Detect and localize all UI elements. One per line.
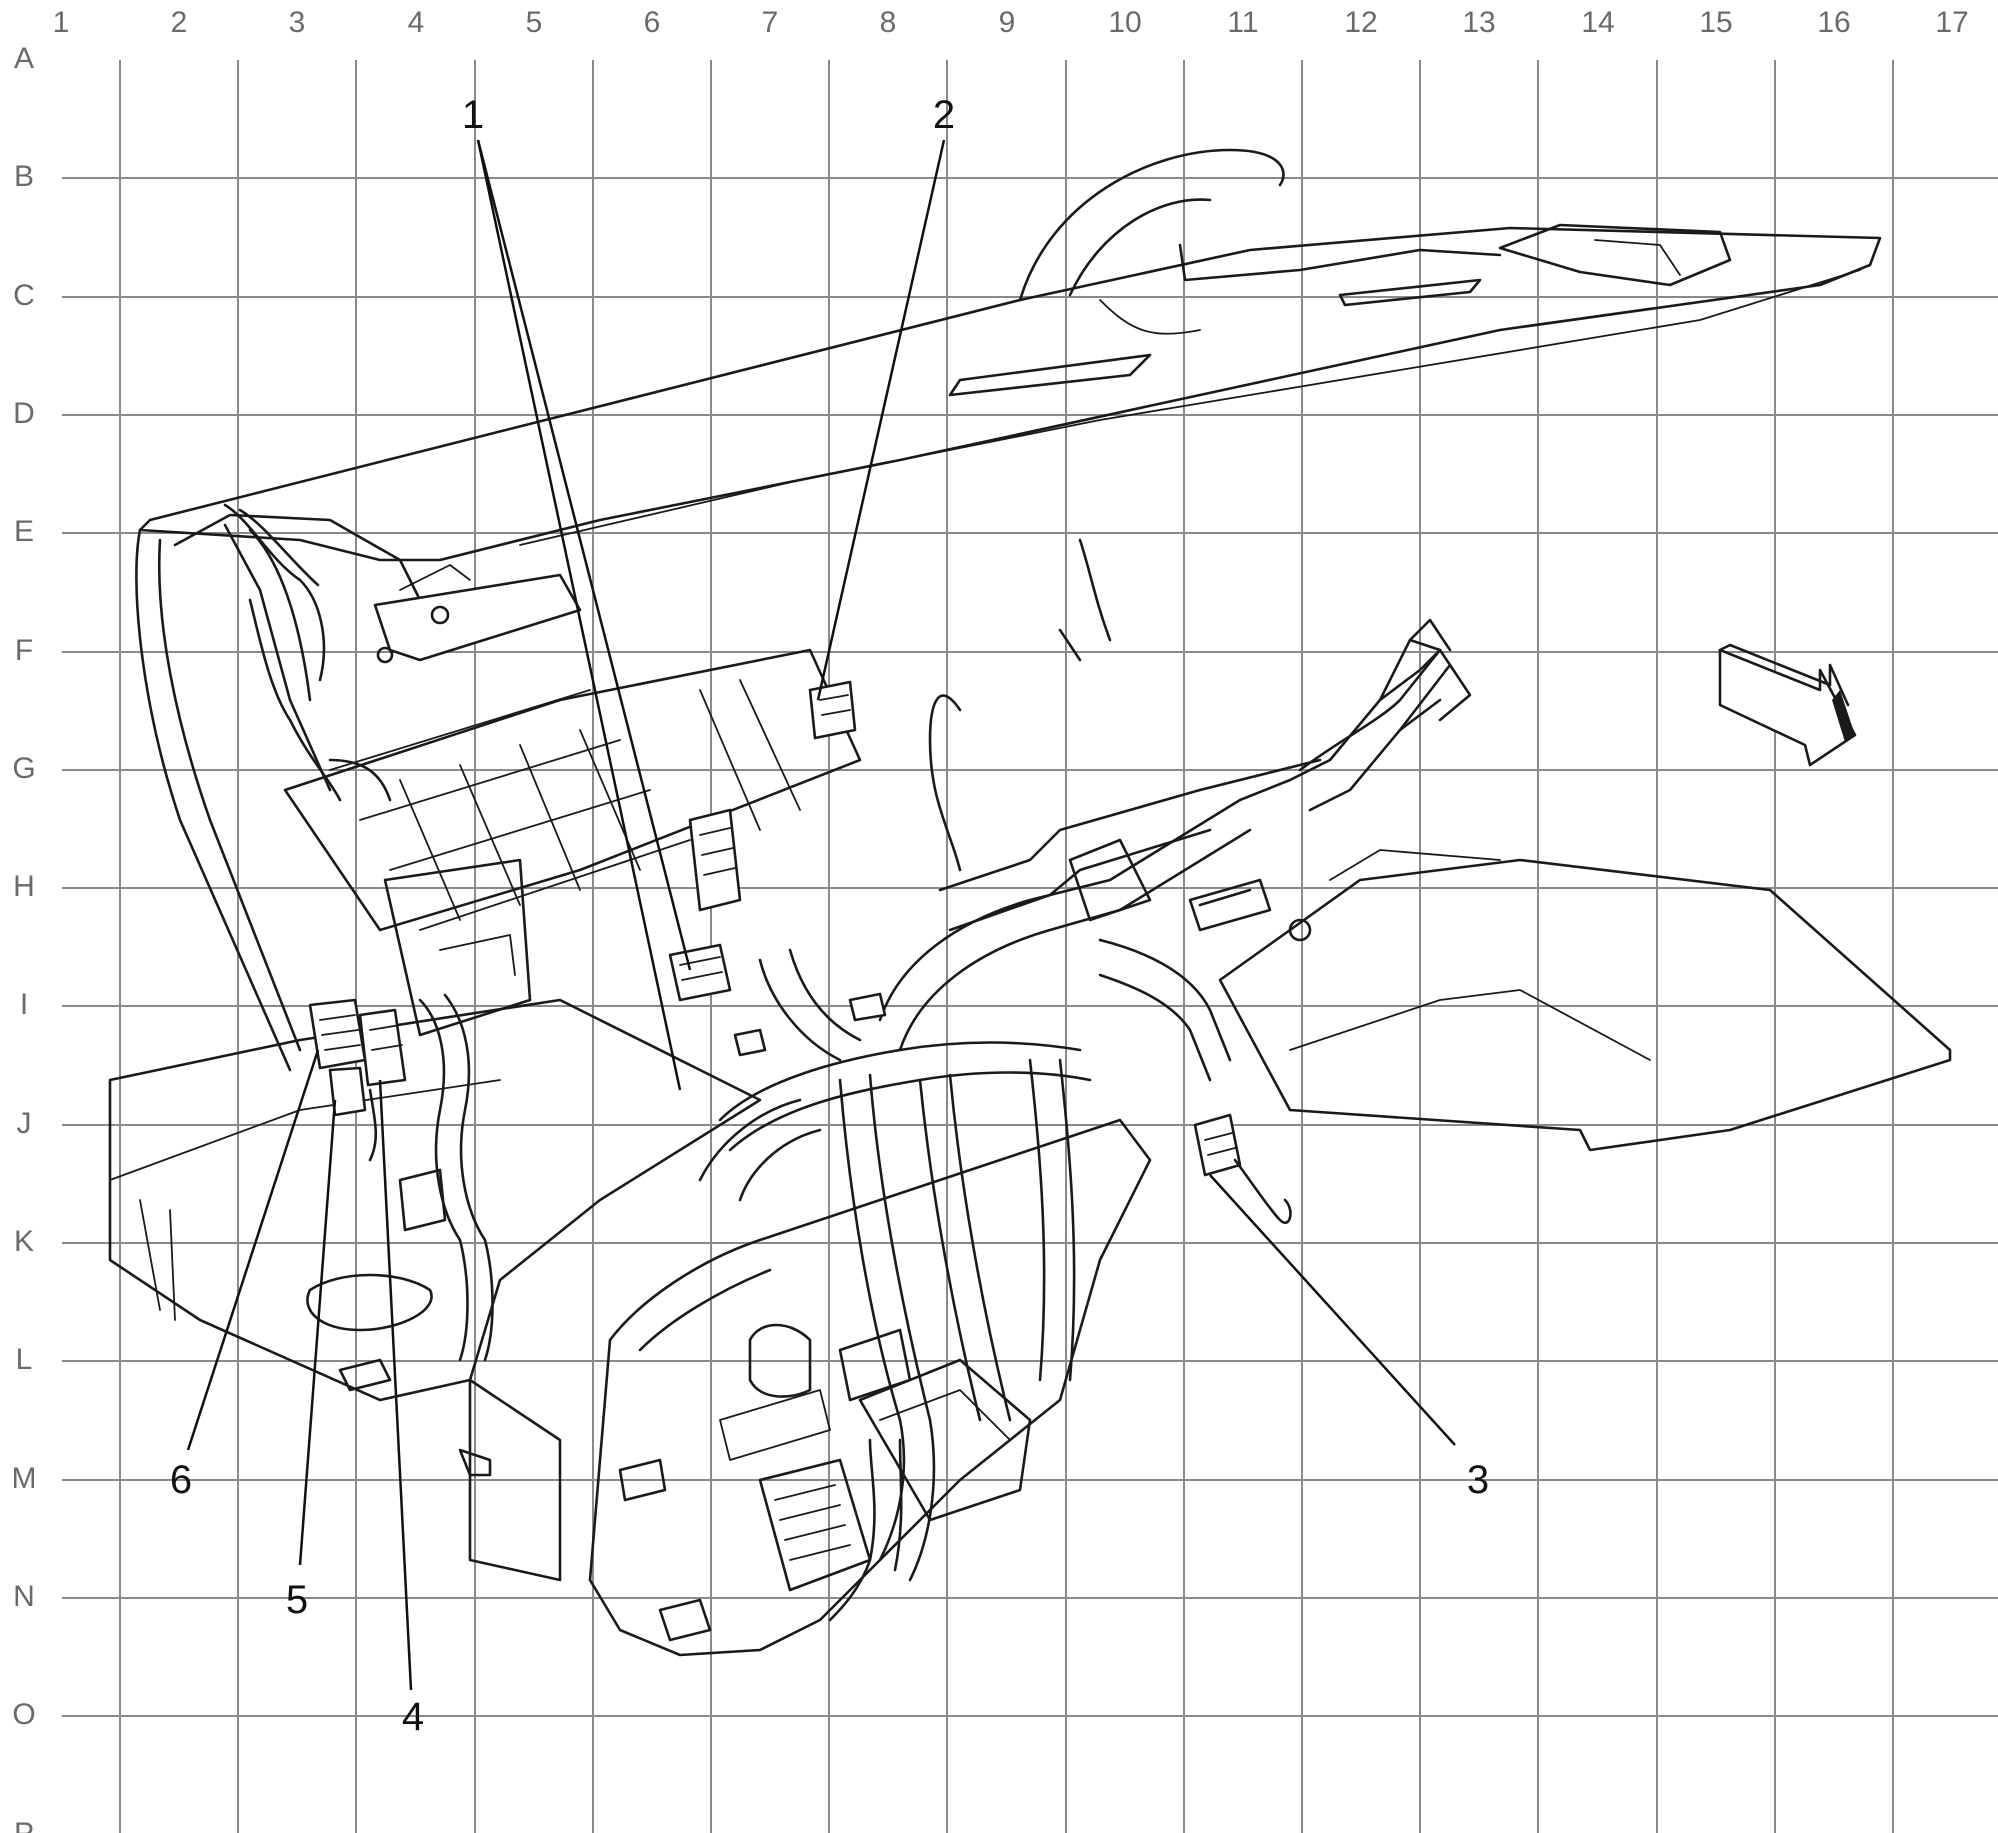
callout-3-leader (1209, 1174, 1456, 1446)
left-connector-cluster (308, 998, 407, 1162)
left-side-trim (135, 513, 422, 1072)
grid-column-label: 3 (289, 6, 306, 39)
grid-column-label: 15 (1699, 6, 1732, 39)
lower-floor-panel (108, 998, 762, 1582)
instrument-panel-illustration (108, 148, 1952, 1657)
right-shelf-panel (1218, 849, 1952, 1152)
grid-row-label: P (14, 1817, 34, 1833)
grid-row-label: K (14, 1225, 34, 1258)
grid-row-label: L (16, 1343, 33, 1376)
callout-2-leader (816, 139, 946, 701)
grid-row-label: N (13, 1580, 35, 1613)
grid-column-label: 1 (53, 6, 70, 39)
callout-4-label: 4 (402, 1695, 424, 1739)
right-center-hardware (928, 538, 1312, 942)
grid-row-label: J (17, 1107, 32, 1140)
grid-row-label: F (15, 634, 33, 667)
grid-row-labels: A B C D E F G H I J K L M N O P (12, 42, 37, 1833)
instrument-panel-top (138, 148, 1882, 562)
callout-labels: 1 2 3 4 5 6 (170, 93, 1489, 1739)
right-connector (1193, 1113, 1292, 1224)
grid-row-label: A (14, 42, 34, 75)
grid-column-label: 4 (408, 6, 425, 39)
grid-column-label: 7 (762, 6, 779, 39)
grid-column-label: 12 (1344, 6, 1377, 39)
grid-row-label: O (12, 1698, 35, 1731)
grid-column-label: 11 (1227, 6, 1258, 39)
left-vertical-harness (398, 993, 494, 1362)
hvac-grid-structure (283, 648, 862, 1037)
reference-grid (62, 60, 1998, 1833)
callout-5-label: 5 (286, 1578, 308, 1622)
grid-column-label: 8 (880, 6, 897, 39)
grid-row-label: G (12, 752, 35, 785)
callout-5-leader (298, 1099, 337, 1566)
callout-leaders (186, 139, 1456, 1691)
grid-column-label: 5 (526, 6, 543, 39)
main-wire-harness (698, 778, 1292, 1582)
callout-2-label: 2 (933, 93, 955, 137)
upper-left-harness (223, 503, 392, 802)
callout-1-label: 1 (462, 93, 484, 137)
grid-column-label: 16 (1817, 6, 1850, 39)
grid-row-label: D (13, 397, 35, 430)
forward-arrow-icon (1718, 643, 1857, 767)
grid-column-label: 6 (644, 6, 661, 39)
callout-6-label: 6 (170, 1458, 192, 1502)
callout-3-label: 3 (1467, 1458, 1489, 1502)
left-module-bracket (373, 564, 582, 664)
grid-row-label: M (12, 1462, 37, 1495)
grid-column-label: 9 (999, 6, 1016, 39)
grid-column-label: 2 (171, 6, 188, 39)
grid-row-label: I (20, 988, 28, 1021)
grid-row-label: C (13, 279, 35, 312)
callout-1-leader (476, 139, 692, 971)
upper-right-harness (938, 618, 1472, 932)
grid-column-label: 14 (1581, 6, 1614, 39)
grid-row-label: B (14, 160, 34, 193)
grid-row-label: E (14, 515, 34, 548)
callout-6-leader (186, 1049, 320, 1451)
callout-4-leader (378, 1079, 413, 1691)
lower-center-console (588, 1118, 1152, 1657)
grid-column-label: 17 (1935, 6, 1968, 39)
grid-column-label: 13 (1462, 6, 1495, 39)
grid-column-label: 10 (1108, 6, 1141, 39)
center-connectors (668, 680, 887, 1057)
callout-1-leader-b (476, 139, 682, 1091)
grid-row-label: H (13, 870, 35, 903)
